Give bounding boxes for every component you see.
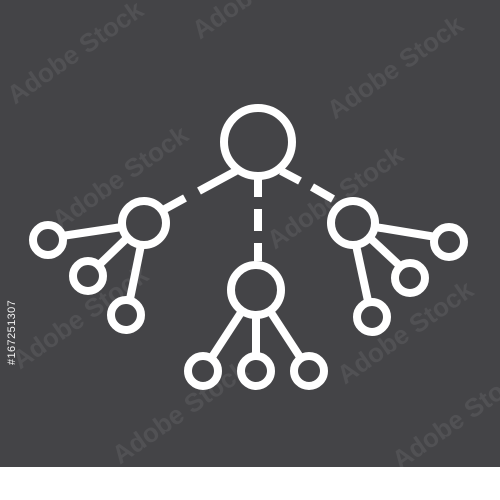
right-leaf-node xyxy=(430,223,468,261)
center-link-1 xyxy=(208,308,246,360)
center-leaf-node xyxy=(237,352,275,390)
dashed-link-left-segment xyxy=(197,167,238,195)
left-leaf-node xyxy=(107,296,145,334)
right-hub-node xyxy=(327,197,379,249)
left-link-2 xyxy=(97,235,130,267)
right-link-2 xyxy=(367,235,403,269)
dashed-link-left-segment xyxy=(161,194,187,214)
stock-footer-bar xyxy=(0,467,500,500)
left-leaf-node xyxy=(29,221,67,259)
right-link-1 xyxy=(374,223,437,241)
center-link-3 xyxy=(266,308,304,360)
left-link-3 xyxy=(126,244,145,300)
center-leaf-node xyxy=(184,352,222,390)
network-diagram xyxy=(29,104,468,390)
right-link-3 xyxy=(352,244,372,302)
left-hub-node xyxy=(118,197,170,249)
right-leaf-node xyxy=(353,298,391,336)
network-hierarchy-icon: Adobe Stock Adobe Stock Adobe Stock Adob… xyxy=(0,0,500,467)
dashed-link-right-segment xyxy=(310,183,335,203)
left-leaf-node xyxy=(69,257,107,295)
stock-id-label: #167251307 xyxy=(6,299,18,365)
right-leaf-node xyxy=(391,259,429,297)
left-link-1 xyxy=(61,223,123,240)
center-leaf-node xyxy=(290,352,328,390)
dashed-link-right-segment xyxy=(279,167,302,185)
